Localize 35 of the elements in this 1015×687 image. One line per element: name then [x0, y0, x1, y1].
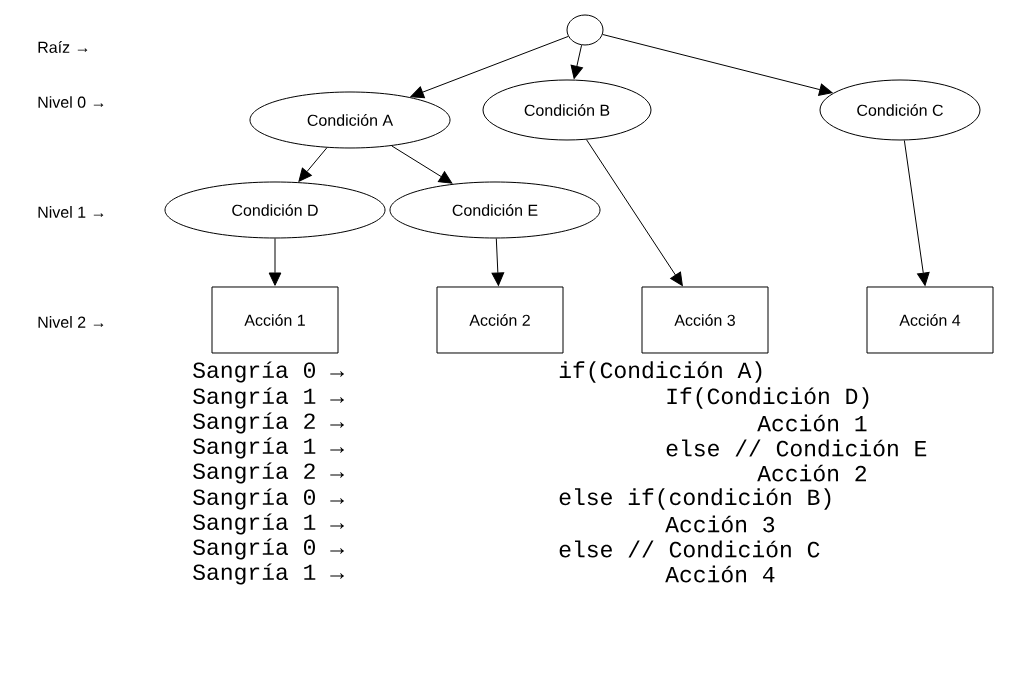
- root-circle: [566, 14, 604, 46]
- indent-label: Sangría 1 →: [193, 437, 344, 459]
- indent-label: Sangría 2 →: [193, 462, 344, 484]
- indent-label: Sangría 2 →: [193, 412, 344, 434]
- action-box: Acción 3: [641, 286, 769, 354]
- code-line: else // Condición C: [559, 540, 820, 558]
- action-box: Acción 2: [436, 286, 564, 354]
- indent-label: Sangría 0 →: [193, 538, 344, 560]
- code-line: Acción 3: [665, 515, 775, 533]
- level-label: Nivel 2 →: [38, 316, 104, 328]
- level-label: Nivel 1 →: [38, 206, 104, 218]
- arrow: [410, 35, 569, 99]
- level-label: Nivel 0 →: [38, 96, 104, 108]
- code-line: Acción 4: [665, 565, 775, 583]
- arrow: [602, 34, 833, 96]
- indent-label: Sangría 1 →: [193, 563, 344, 585]
- action-box: Acción 1: [211, 286, 339, 354]
- indent-label: Sangría 0 →: [193, 488, 344, 510]
- code-line: Acción 2: [757, 464, 866, 482]
- code-line: else // Condición E: [666, 439, 927, 457]
- code-line: else if(condición B): [559, 488, 831, 510]
- arrow: [391, 145, 453, 184]
- arrow: [570, 44, 583, 79]
- arrow: [903, 139, 930, 286]
- code-line: If(Condición D): [667, 387, 869, 409]
- arrow: [586, 139, 683, 286]
- indent-label: Sangría 1 →: [193, 387, 344, 409]
- action-box: Acción 4: [866, 286, 994, 354]
- code-line: Acción 1: [757, 414, 867, 432]
- code-line: if(Condición A): [559, 361, 762, 383]
- indent-label: Sangría 1 →: [193, 513, 344, 535]
- arrow: [268, 238, 282, 286]
- arrow: [491, 238, 505, 286]
- level-label: Raíz →: [38, 41, 88, 53]
- arrow: [298, 147, 328, 182]
